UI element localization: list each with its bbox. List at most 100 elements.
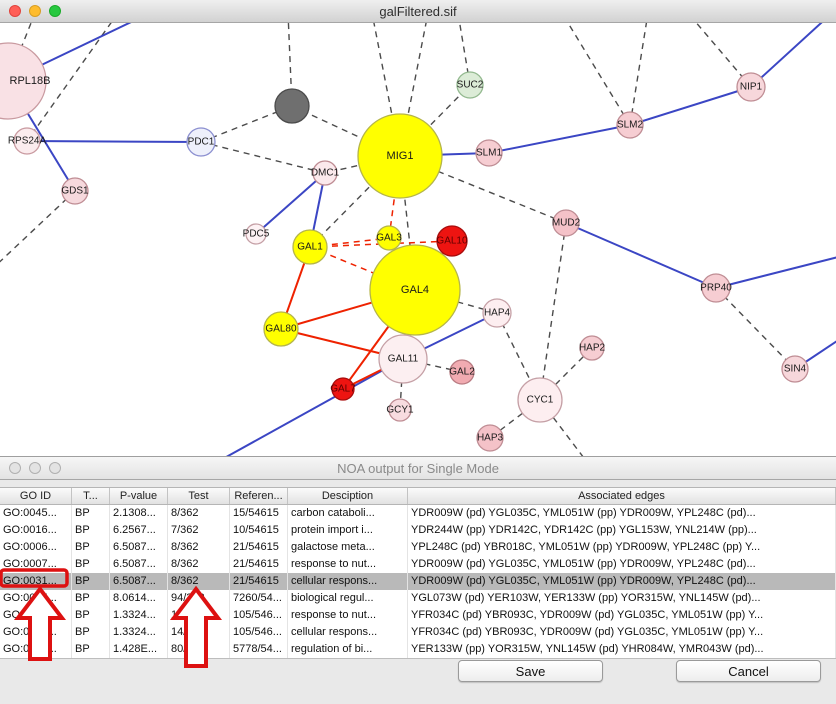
traffic-lights: [9, 5, 61, 17]
node-nip1[interactable]: [736, 72, 766, 102]
edge[interactable]: [629, 23, 648, 126]
node-gal1[interactable]: [292, 229, 328, 265]
edge[interactable]: [488, 124, 631, 154]
node-slm2[interactable]: [616, 111, 644, 139]
network-window-titlebar[interactable]: galFiltered.sif: [0, 0, 836, 23]
column-header-desciption[interactable]: Desciption: [288, 488, 408, 504]
cell: GO:0045...: [0, 505, 72, 522]
node-prp40[interactable]: [701, 273, 731, 303]
node-gal2[interactable]: [449, 359, 475, 385]
edge[interactable]: [750, 23, 832, 88]
cell: 14/362: [168, 607, 230, 624]
node-gal4[interactable]: [369, 244, 461, 336]
cell: GO:0031...: [0, 573, 72, 590]
node-label: HAP2: [579, 343, 606, 354]
edge[interactable]: [255, 172, 326, 235]
node-mud2[interactable]: [552, 209, 580, 237]
noa-traffic-lights: [9, 462, 61, 474]
column-header-t[interactable]: T...: [72, 488, 110, 504]
save-button[interactable]: Save: [458, 660, 603, 682]
node-hap4[interactable]: [482, 298, 512, 328]
edge[interactable]: [565, 222, 717, 289]
node-hap3[interactable]: [476, 424, 504, 452]
node-slm1[interactable]: [475, 139, 503, 167]
cell: carbon cataboli...: [288, 505, 408, 522]
zoom-button[interactable]: [49, 5, 61, 17]
noa-zoom-button[interactable]: [49, 462, 61, 474]
node-suc2[interactable]: [456, 71, 484, 99]
node-hap2[interactable]: [579, 335, 605, 361]
column-header-go-id[interactable]: GO ID: [0, 488, 72, 504]
edge[interactable]: [539, 222, 567, 401]
minimize-button[interactable]: [29, 5, 41, 17]
edge[interactable]: [715, 287, 796, 370]
noa-window-titlebar[interactable]: NOA output for Single Mode: [0, 456, 836, 480]
edge[interactable]: [26, 23, 118, 142]
window-title: galFiltered.sif: [379, 3, 457, 19]
edge[interactable]: [715, 255, 836, 289]
node-label: PDC5: [243, 229, 270, 240]
column-header-test[interactable]: Test: [168, 488, 230, 504]
cell: GO:0050...: [0, 641, 72, 658]
cancel-button[interactable]: Cancel: [676, 660, 821, 682]
node-cyc1[interactable]: [517, 377, 563, 423]
cell: 105/546...: [230, 624, 288, 641]
node-pdc5[interactable]: [245, 223, 267, 245]
column-header-p-value[interactable]: P-value: [110, 488, 168, 504]
close-button[interactable]: [9, 5, 21, 17]
node-gcy1[interactable]: [388, 398, 412, 422]
edge[interactable]: [309, 246, 416, 291]
edge[interactable]: [399, 155, 567, 224]
cell: 94/362: [168, 590, 230, 607]
node-gal11[interactable]: [378, 334, 428, 384]
cell: protein import i...: [288, 522, 408, 539]
edge[interactable]: [0, 190, 76, 271]
cell: regulation of bi...: [288, 641, 408, 658]
cell: YFR034C (pd) YBR093C, YDR009W (pd) YGL03…: [408, 607, 836, 624]
edge[interactable]: [210, 358, 404, 456]
node-gal80[interactable]: [263, 311, 299, 347]
node-gal3[interactable]: [376, 225, 402, 251]
edge[interactable]: [26, 140, 202, 143]
node-gal10[interactable]: [436, 225, 468, 257]
column-header-referen[interactable]: Referen...: [230, 488, 288, 504]
noa-minimize-button[interactable]: [29, 462, 41, 474]
cell: 10/54615: [230, 522, 288, 539]
cell: 15/54615: [230, 505, 288, 522]
node-pdc1[interactable]: [186, 127, 216, 157]
edge[interactable]: [562, 23, 631, 126]
node-dmc1[interactable]: [312, 160, 338, 186]
edge[interactable]: [688, 23, 752, 88]
node-unnamed[interactable]: [274, 88, 310, 124]
cell: YGL073W (pd) YER103W, YER133W (pp) YOR31…: [408, 590, 836, 607]
noa-close-button[interactable]: [9, 462, 21, 474]
edge[interactable]: [629, 86, 752, 126]
cell: 14/362: [168, 624, 230, 641]
cell: 21/54615: [230, 573, 288, 590]
cell: BP: [72, 607, 110, 624]
node-rpl18b[interactable]: [0, 42, 47, 120]
cell: 6.5087...: [110, 556, 168, 573]
column-header-associated-edges[interactable]: Associated edges: [408, 488, 836, 504]
node-gds1[interactable]: [61, 177, 89, 205]
node-sin4[interactable]: [781, 355, 809, 383]
edge[interactable]: [399, 358, 404, 411]
cell: 8/362: [168, 573, 230, 590]
node-gal7[interactable]: [331, 377, 355, 401]
edge[interactable]: [200, 141, 326, 174]
cell: GO:0007...: [0, 556, 72, 573]
cell: 105/546...: [230, 607, 288, 624]
node-mig1[interactable]: [357, 113, 443, 199]
node-rps24a[interactable]: [13, 127, 41, 155]
